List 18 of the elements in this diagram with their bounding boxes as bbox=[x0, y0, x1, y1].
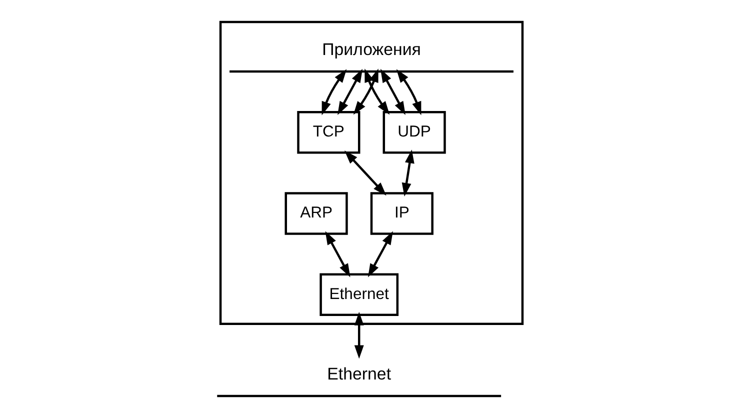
node-box: IP bbox=[370, 192, 433, 235]
node-box: UDP bbox=[382, 110, 446, 154]
arrow bbox=[337, 68, 362, 115]
node-box: Ethernet bbox=[319, 273, 398, 316]
arrow bbox=[354, 312, 364, 359]
arrow bbox=[364, 68, 390, 115]
node-text: Ethernet bbox=[326, 364, 391, 384]
arrow bbox=[352, 68, 378, 115]
arrow bbox=[344, 150, 386, 196]
arrow bbox=[380, 68, 405, 115]
node-box: ARP bbox=[284, 192, 348, 235]
arrow bbox=[401, 150, 414, 196]
arrow bbox=[324, 231, 350, 278]
arrow bbox=[321, 69, 346, 116]
arrow bbox=[367, 231, 392, 278]
node-text: Приложения bbox=[322, 40, 420, 60]
arrow bbox=[396, 69, 421, 116]
node-box: TCP bbox=[296, 110, 360, 154]
